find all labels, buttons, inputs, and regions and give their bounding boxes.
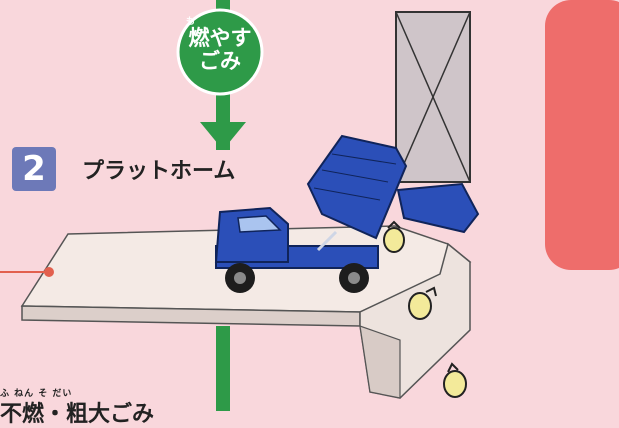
bottom-label: 不燃・粗大ごみ xyxy=(0,402,155,427)
side-panel xyxy=(545,0,619,270)
platform-diagram xyxy=(0,0,619,411)
step-title: プラットホーム xyxy=(82,159,236,184)
burnable-ruby: も xyxy=(186,17,196,27)
garbage-bag-icon xyxy=(383,220,405,253)
step-number-badge: 2 xyxy=(12,147,56,191)
burnable-line2: ごみ xyxy=(199,49,241,73)
burnable-line1: 燃やす xyxy=(188,26,252,50)
down-arrow-icon xyxy=(200,122,246,150)
bottom-label-ruby: ふ ねん そ だい xyxy=(0,389,73,399)
truck-icon xyxy=(214,134,480,293)
garbage-bag-icon xyxy=(443,362,467,398)
connector-dot xyxy=(44,267,54,277)
burnable-badge-circle xyxy=(176,8,264,96)
burnable-garbage-label: も 燃やす ごみ xyxy=(178,18,262,72)
flow-line-bottom xyxy=(216,326,230,411)
garbage-bag-icon xyxy=(408,286,437,320)
